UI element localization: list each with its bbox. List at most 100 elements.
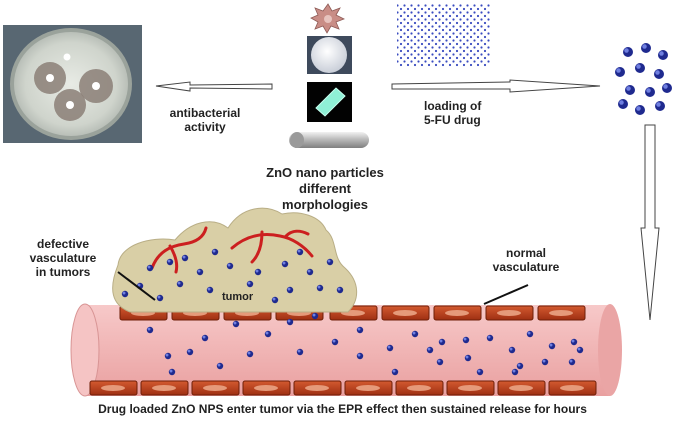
sphere-particle-icon [307,36,352,74]
zno-line-2: different [299,181,351,196]
endothelial-cell [548,380,597,396]
rod-particle-icon [289,132,369,148]
nanoparticle [391,368,399,376]
nanoparticle [570,338,578,346]
nanoparticle [216,362,224,370]
zno-line-3: morphologies [282,197,368,212]
loading-line-1: loading of [424,99,482,113]
nanoparticle [246,280,254,288]
nanoparticle [206,286,214,294]
nanoparticle [296,248,304,256]
endothelial-cell [293,380,342,396]
endothelial-cell [381,305,430,321]
normal-pointer-line [483,284,529,305]
drug-dot-pattern-icon [397,4,490,67]
nanoparticle [386,344,394,352]
nanoparticle [166,258,174,266]
nanoparticle [336,286,344,294]
nanoparticle [462,336,470,344]
nanoparticle [464,354,472,362]
nanoparticle [486,334,494,342]
endothelial-cell [395,380,444,396]
endothelial-cell [242,380,291,396]
antibacterial-line-2: activity [184,120,226,134]
nanoparticle-cluster-icon [615,43,672,115]
tumor-mass [112,207,358,313]
nanoparticle [286,286,294,294]
loading-line-2: 5-FU drug [424,113,481,127]
defective-label: defective vasculature in tumors [8,237,118,279]
nanoparticle [186,348,194,356]
nanoparticle [635,105,645,115]
nanoparticle [326,258,334,266]
plate-particle-icon [307,82,352,122]
caption: Drug loaded ZnO NPS enter tumor via the … [98,402,587,416]
nanoparticle [438,338,446,346]
nanoparticle [641,43,651,53]
nanoparticle [615,67,625,77]
nanoparticle [316,284,324,292]
nanoparticle [271,296,279,304]
nanoparticle [623,47,633,57]
arrow-to-loading [391,79,601,93]
nanoparticle [508,346,516,354]
nanoparticle [176,280,184,288]
nanoparticle [655,101,665,111]
drug-loaded-nanoparticles [121,248,584,376]
antibacterial-label: antibacterial activity [160,106,250,134]
antibacterial-line-1: antibacterial [169,106,241,120]
endothelial-cell [89,380,138,396]
nanoparticle [476,368,484,376]
endothelial-cell [433,305,482,321]
endothelial-cell [191,380,240,396]
nanoparticle [156,294,164,302]
nanoparticle [645,87,655,97]
nanoparticle [516,362,524,370]
nanoparticle [311,312,319,320]
normal-line-1: normal [505,246,546,260]
nanoparticle [254,268,262,276]
nanoparticle [121,290,129,298]
nanoparticle [246,350,254,358]
defective-line-1: defective [36,237,90,251]
star-shaped-particle-icon [310,3,345,34]
zno-label: ZnO nano particles different morphologie… [250,165,400,213]
nanoparticle [264,330,272,338]
tumor-label: tumor [222,291,254,303]
nanoparticle [658,50,668,60]
petri-dish-icon [3,25,142,143]
defective-pointer-line [117,271,156,301]
nanoparticle [541,358,549,366]
endothelial-cells-bottom [89,380,597,396]
nanoparticle [662,83,672,93]
defective-line-3: in tumors [35,265,91,279]
nanoparticle [426,346,434,354]
zno-line-1: ZnO nano particles [266,165,384,180]
nanoparticle [164,352,172,360]
tumor-blood-vessels [150,226,314,274]
endothelial-cell [485,305,534,321]
nanoparticle [568,358,576,366]
nanoparticle [232,320,240,328]
nanoparticle [196,268,204,276]
nanoparticle [296,348,304,356]
endothelial-cell [537,305,586,321]
arrow-to-antibacterial [155,81,273,92]
nanoparticle [201,334,209,342]
normal-label: normal vasculature [466,246,586,274]
endothelial-cell [344,380,393,396]
normal-line-2: vasculature [492,260,560,274]
defective-line-2: vasculature [29,251,97,265]
nanoparticle [576,346,584,354]
nanoparticle [548,342,556,350]
endothelial-cell [497,380,546,396]
nanoparticle [331,338,339,346]
nanoparticle [146,264,154,272]
nanoparticle [356,326,364,334]
nanoparticle [635,63,645,73]
arrow-down [640,124,660,321]
nanoparticle [306,268,314,276]
nanoparticle [436,358,444,366]
nanoparticle [281,260,289,268]
